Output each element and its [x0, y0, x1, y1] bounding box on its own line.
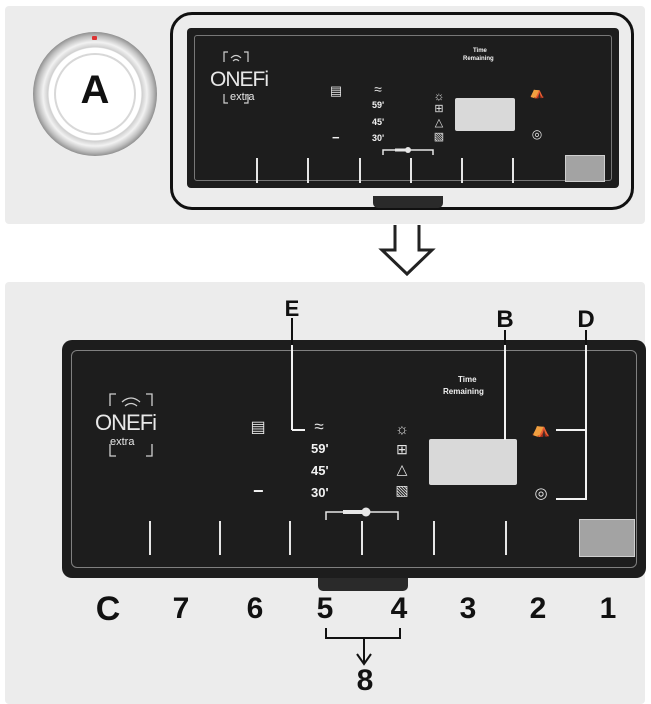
small-hanger-icon: △ [434, 117, 444, 129]
big-logo-brackets [109, 393, 153, 457]
big-button-5[interactable] [289, 521, 291, 555]
big-wifi-icon: ≈ [314, 417, 324, 436]
small-logo-one: ONE [210, 68, 254, 91]
big-time-45: 45' [311, 463, 329, 478]
big-down-arrow [378, 225, 436, 277]
big-button-6[interactable] [219, 521, 221, 555]
small-minus: − [332, 130, 340, 145]
small-control-panel [187, 28, 619, 188]
button-number-4: 4 [390, 592, 408, 625]
big-button-2[interactable] [505, 521, 507, 555]
big-button-3[interactable] [433, 521, 435, 555]
small-logo-fi: Fi [252, 68, 269, 91]
big-time-30: 30' [311, 485, 329, 500]
small-button-4[interactable] [410, 158, 412, 183]
small-slider-knob [405, 147, 411, 153]
button-number-2: 2 [529, 592, 547, 625]
button-number-5: 5 [316, 592, 334, 625]
button-number-1: 1 [599, 592, 617, 625]
big-sun-icon: ☼ [395, 421, 409, 438]
dial-marker [92, 36, 97, 40]
small-water-tank-icon: ⛺ [529, 85, 545, 99]
small-logo-brackets [223, 51, 249, 104]
big-slider-knob [361, 507, 371, 517]
big-logo-one: ONE [95, 410, 141, 435]
big-button-4[interactable] [361, 521, 363, 555]
small-button-7[interactable] [256, 158, 258, 183]
big-time-59: 59' [311, 441, 329, 456]
big-logo-wifi [121, 397, 141, 407]
big-logo-fi: Fi [139, 410, 157, 435]
button-number-6: 6 [246, 592, 264, 625]
small-button-2[interactable] [512, 158, 514, 183]
big-laundry-icon: ▧ [395, 482, 409, 498]
big-globe-icon: ◎ [534, 485, 548, 502]
button-number-7: 7 [172, 592, 190, 625]
callout-c: C [95, 590, 121, 628]
small-logo: ONEFi [210, 68, 269, 92]
big-water-tank-icon: ⛺ [531, 421, 551, 438]
big-button-1[interactable] [579, 519, 635, 557]
big-remaining-label: Remaining [443, 387, 484, 396]
big-logo-sub: extra [110, 436, 135, 448]
button-number-3: 3 [459, 592, 477, 625]
big-control-panel [62, 340, 646, 578]
dial-center [54, 53, 136, 135]
small-remaining-label: Remaining [463, 56, 494, 62]
callout-d: D [577, 306, 595, 333]
big-panel-tab [318, 574, 408, 591]
group-8-bracket [325, 628, 401, 639]
group-label-8: 8 [356, 664, 374, 697]
big-shirts-icon: ▤ [250, 419, 266, 436]
small-shirts-icon: ▤ [329, 83, 343, 98]
big-logo: ONEFi [95, 410, 157, 436]
small-panel-tab [373, 196, 443, 208]
small-display [455, 98, 515, 131]
big-time-label: Time [458, 375, 477, 384]
big-hanger-icon: △ [396, 461, 408, 477]
label-a: A [80, 68, 110, 112]
small-laundry-icon: ▧ [433, 131, 445, 143]
callout-b: B [496, 306, 514, 333]
small-button-5[interactable] [359, 158, 361, 183]
small-button-6[interactable] [307, 158, 309, 183]
small-button-3[interactable] [461, 158, 463, 183]
group-8-arrowhead [356, 653, 372, 666]
small-sun-icon: ☼ [433, 89, 445, 103]
small-time-30: 30' [372, 133, 385, 143]
small-button-1[interactable] [565, 155, 605, 182]
small-time-45: 45' [372, 117, 385, 127]
callout-e: E [284, 296, 300, 321]
small-logo-wifi [230, 54, 242, 62]
big-display [429, 439, 517, 485]
small-square-icon: ⊞ [434, 103, 444, 115]
big-square-icon: ⊞ [396, 441, 408, 457]
small-time-59: 59' [372, 100, 385, 110]
big-button-7[interactable] [149, 521, 151, 555]
highlight-frame [170, 12, 634, 210]
small-globe-icon: ◎ [531, 127, 543, 141]
small-wifi-icon: ≈ [374, 81, 382, 97]
big-minus: − [253, 481, 264, 501]
small-time-label: Time [473, 48, 487, 54]
